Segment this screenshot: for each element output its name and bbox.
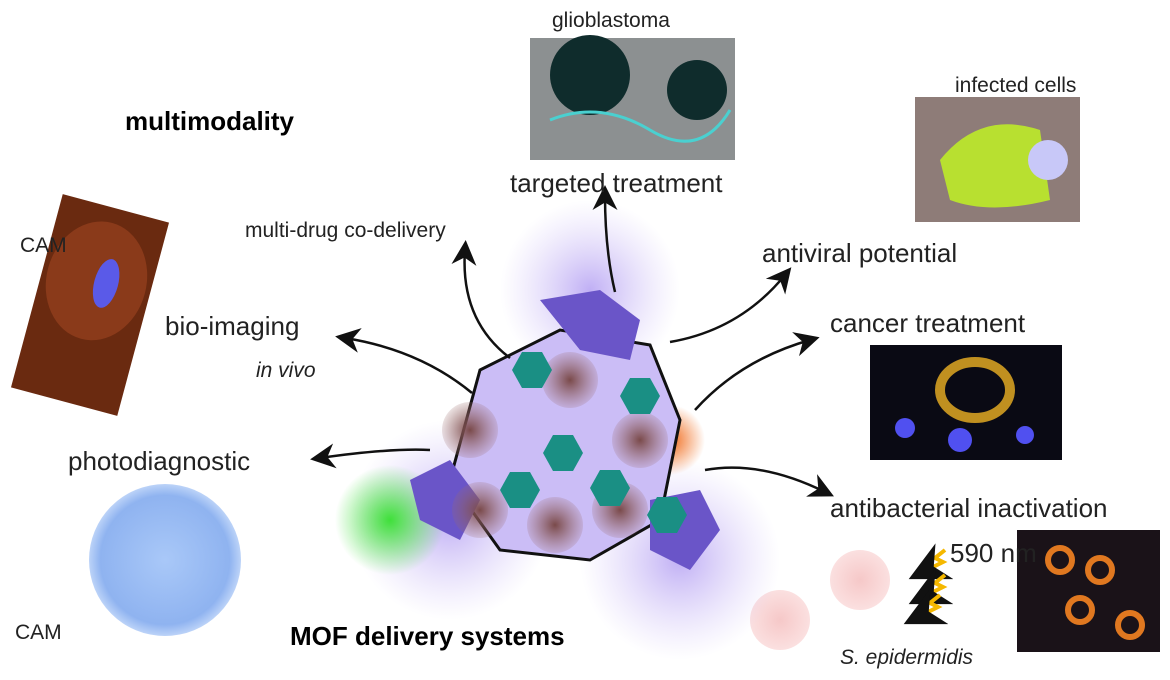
arrow-photodiagnostic — [310, 443, 431, 469]
arrows — [310, 185, 834, 497]
label-cam-bottom: CAM — [15, 621, 62, 644]
arrow-multi-drug — [451, 240, 511, 359]
label-multi-drug: multi-drug co-delivery — [245, 219, 446, 242]
label-in-vivo: in vivo — [256, 359, 316, 382]
label-glioblastoma: glioblastoma — [552, 9, 670, 32]
label-wavelength: 590 nm — [950, 538, 1037, 568]
arrow-targeted — [592, 185, 618, 293]
label-antiviral: antiviral potential — [762, 238, 957, 268]
label-bacterium: S. epidermidis — [840, 646, 974, 669]
label-infected-cells: infected cells — [955, 74, 1076, 97]
label-cancer-treatment: cancer treatment — [830, 308, 1026, 338]
arrow-bio-imaging — [335, 328, 473, 394]
arrow-antibacterial — [704, 466, 834, 497]
label-photodiagnostic: photodiagnostic — [68, 446, 250, 476]
arrow-cancer — [694, 332, 820, 411]
arrow-antiviral — [669, 267, 792, 344]
label-bio-imaging: bio-imaging — [165, 311, 299, 341]
cam-photo-top — [10, 194, 170, 416]
title: multimodality — [125, 106, 295, 136]
cam-photodiagnostic-image — [89, 484, 241, 636]
label-antibacterial: antibacterial inactivation — [830, 493, 1108, 523]
glioblastoma-image — [530, 35, 735, 160]
infected-cells-image — [915, 97, 1080, 222]
center-label: MOF delivery systems — [290, 621, 565, 651]
mof-particle — [335, 200, 780, 660]
cancer-treatment-image — [870, 345, 1062, 460]
light-rays-icon — [903, 543, 954, 625]
bacteria-image — [1017, 530, 1160, 652]
label-targeted-treatment: targeted treatment — [510, 168, 723, 198]
label-cam-top: CAM — [20, 234, 67, 257]
